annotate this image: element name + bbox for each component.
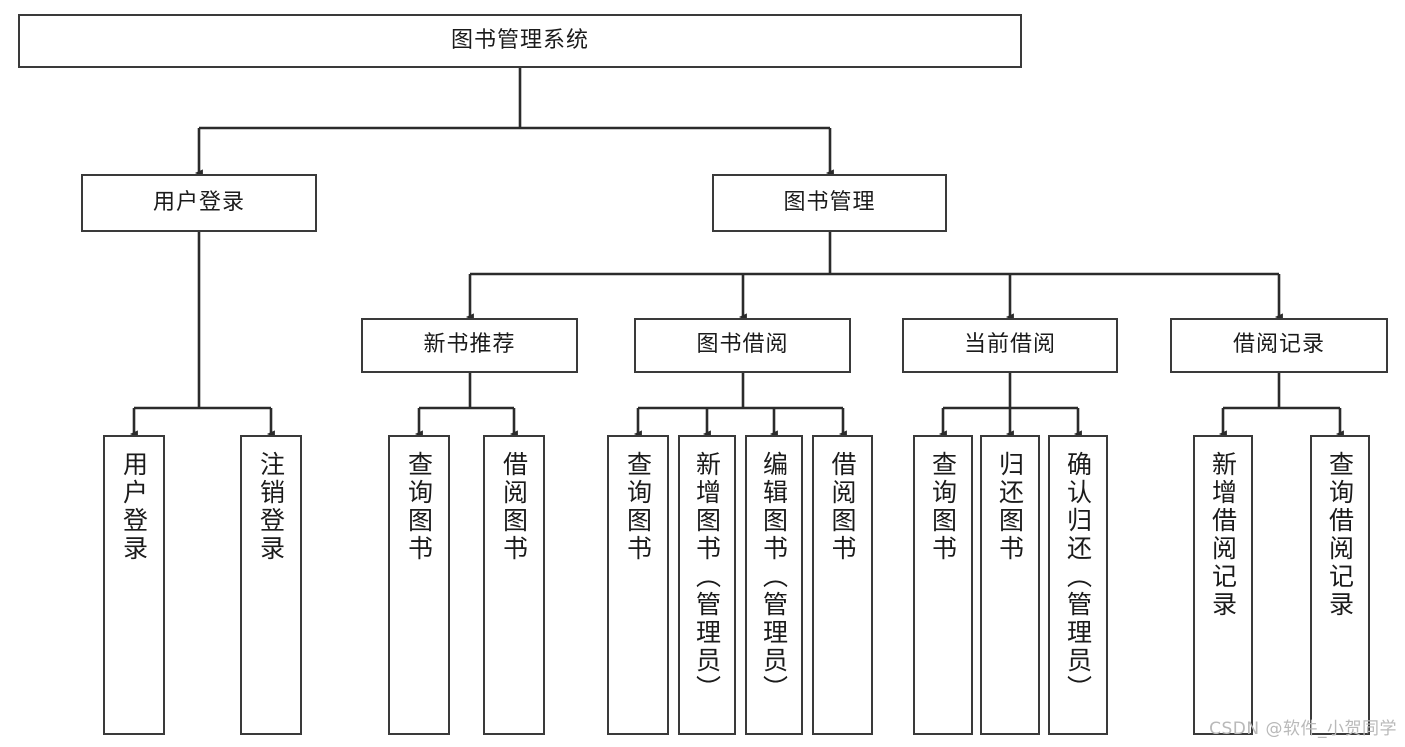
node-leaf-confirm-return[interactable]: 确认归还（管理员） [1048, 435, 1108, 735]
node-label: 查询借阅记录 [1325, 451, 1355, 619]
node-leaf-query-book-b[interactable]: 查询图书 [607, 435, 669, 735]
node-label: 新增借阅记录 [1208, 451, 1238, 619]
node-leaf-query-book-a[interactable]: 查询图书 [388, 435, 450, 735]
node-label: 用户登录 [119, 451, 149, 563]
node-label: 确认归还（管理员） [1063, 451, 1093, 703]
node-label: 用户登录 [152, 189, 245, 215]
node-leaf-add-book[interactable]: 新增图书（管理员） [678, 435, 736, 735]
node-label: 查询图书 [404, 451, 434, 563]
node-label: 当前借阅 [963, 332, 1056, 358]
node-label: 图书借阅 [696, 332, 789, 358]
node-book-borrow[interactable]: 图书借阅 [634, 318, 851, 373]
node-label: 编辑图书（管理员） [759, 451, 789, 703]
node-leaf-query-record[interactable]: 查询借阅记录 [1310, 435, 1370, 735]
node-label: 查询图书 [928, 451, 958, 563]
node-label: 归还图书 [995, 451, 1025, 563]
node-leaf-query-book-c[interactable]: 查询图书 [913, 435, 973, 735]
node-leaf-borrow-book-a[interactable]: 借阅图书 [483, 435, 545, 735]
node-label: 图书管理 [783, 189, 876, 215]
node-borrow-record[interactable]: 借阅记录 [1170, 318, 1388, 373]
node-leaf-user-logout[interactable]: 注销登录 [240, 435, 302, 735]
node-leaf-user-login[interactable]: 用户登录 [103, 435, 165, 735]
node-label: 借阅图书 [828, 451, 857, 563]
csdn-watermark: CSDN @软件_小贺同学 [1209, 719, 1397, 739]
node-label: 新书推荐 [423, 332, 516, 358]
node-book-manage[interactable]: 图书管理 [712, 174, 947, 232]
node-label: 借阅图书 [499, 451, 529, 563]
node-leaf-return-book[interactable]: 归还图书 [980, 435, 1040, 735]
node-leaf-borrow-book-b[interactable]: 借阅图书 [812, 435, 873, 735]
node-leaf-add-record[interactable]: 新增借阅记录 [1193, 435, 1253, 735]
node-label: 查询图书 [623, 451, 653, 563]
node-leaf-edit-book[interactable]: 编辑图书（管理员） [745, 435, 803, 735]
node-root[interactable]: 图书管理系统 [18, 14, 1022, 68]
node-new-book-rec[interactable]: 新书推荐 [361, 318, 578, 373]
node-current-borrow[interactable]: 当前借阅 [902, 318, 1118, 373]
node-label: 图书管理系统 [450, 27, 589, 53]
node-label: 借阅记录 [1232, 332, 1325, 358]
node-label: 新增图书（管理员） [692, 451, 722, 703]
node-user-login[interactable]: 用户登录 [81, 174, 317, 232]
node-label: 注销登录 [256, 451, 286, 563]
